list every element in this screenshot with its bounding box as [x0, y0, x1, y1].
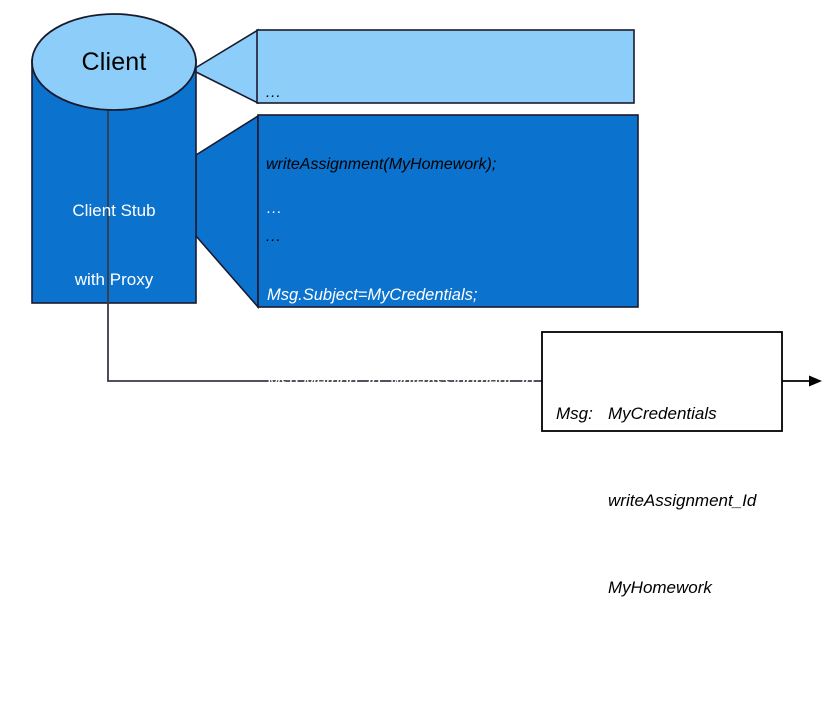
client-code-line-2: writeAssignment(MyHomework);	[266, 156, 497, 173]
client-code-box	[256, 29, 635, 104]
outgoing-arrow-head	[809, 375, 822, 387]
message-value-3: MyHomework	[608, 578, 712, 597]
stub-code-box	[257, 114, 639, 308]
stub-code-line-1: ...	[267, 200, 283, 217]
stub-code-line-4: Msg.Params= MyHomework;	[267, 460, 480, 478]
client-ellipse	[31, 13, 197, 111]
client-node-label: Client	[81, 48, 147, 76]
stub-label-line-4: PEP and PDP)	[57, 408, 171, 427]
client-code-text: ... writeAssignment(MyHomework); ...	[266, 33, 496, 297]
stub-code-line-3: Msg.Method_Id=writeAssignment_Id;	[267, 373, 539, 391]
stub-code-line-5: send(Server, Msg);	[267, 547, 407, 565]
diagram-canvas: Client Client Stub with Proxy (here with…	[31, 13, 822, 597]
message-value-2: writeAssignment_Id	[608, 491, 757, 510]
stub-code-line-6: ...	[267, 635, 283, 652]
client-stub-node-label: Client Stub with Proxy (here without PEP…	[30, 153, 198, 475]
client-callout-tail	[190, 28, 259, 105]
message-box	[541, 331, 783, 432]
message-box-text: Msg: MyCredentials writeAssignment_Id MyH…	[556, 341, 756, 660]
stub-label-line-2: with Proxy	[74, 270, 154, 289]
message-row-2: writeAssignment_Id	[556, 486, 756, 515]
stub-code-text: ... Msg.Subject=MyCredentials; Msg.Metho…	[267, 136, 539, 716]
client-code-line-3: ...	[266, 228, 282, 245]
stub-code-line-2: Msg.Subject=MyCredentials;	[267, 286, 478, 304]
message-value-1: MyCredentials	[608, 404, 717, 423]
stub-label-line-3: (here without	[64, 339, 164, 358]
stub-callout-tail	[195, 114, 259, 310]
diagram-shapes	[31, 13, 822, 432]
message-key-label: Msg:	[556, 404, 593, 423]
client-code-line-1: ...	[266, 84, 282, 101]
message-row-1: Msg: MyCredentials	[556, 399, 756, 428]
message-row-3: MyHomework	[556, 573, 756, 602]
stub-to-message-connector	[107, 60, 542, 382]
stub-label-line-1: Client Stub	[72, 201, 156, 220]
